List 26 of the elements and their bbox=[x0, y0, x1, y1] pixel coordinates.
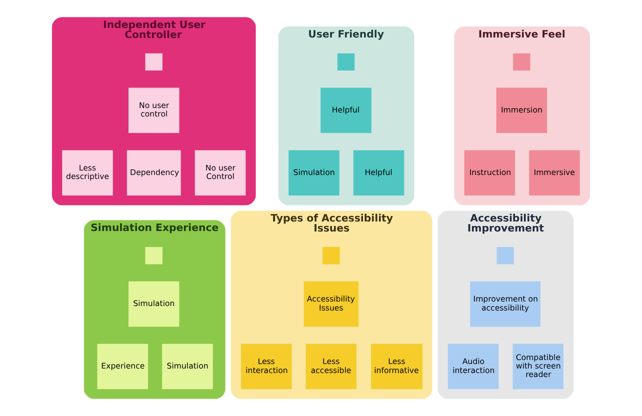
node-box: No user control bbox=[128, 88, 180, 134]
node-box: Less descriptive bbox=[62, 150, 113, 196]
node-box: Simulation bbox=[128, 281, 180, 327]
node-box: Experience bbox=[97, 344, 148, 390]
node-box: Improvement on accessibility bbox=[470, 281, 540, 327]
node-box: Accessibility Issues bbox=[304, 281, 358, 327]
node-box bbox=[145, 247, 162, 264]
node-box bbox=[145, 53, 162, 71]
node-box: Less accessible bbox=[306, 344, 357, 390]
node-box: Immersion bbox=[496, 88, 548, 134]
node-box bbox=[496, 247, 514, 264]
node-box bbox=[322, 247, 340, 264]
node-box: Audio interaction bbox=[448, 344, 499, 390]
node-box: Simulation bbox=[162, 344, 213, 390]
node-box: Helpful bbox=[353, 150, 404, 196]
node-box: Helpful bbox=[320, 88, 372, 134]
node-box: Instruction bbox=[464, 150, 516, 196]
node-box: Less interaction bbox=[240, 344, 292, 390]
node-box bbox=[513, 53, 530, 71]
node-box: Less informative bbox=[370, 344, 423, 390]
node-box: Immersive bbox=[529, 150, 580, 196]
node-box: Dependency bbox=[126, 150, 181, 196]
node-box: No user Control bbox=[194, 150, 246, 196]
node-box: Simulation bbox=[288, 150, 340, 196]
node-box: Compatible with screen reader bbox=[512, 344, 564, 390]
node-box bbox=[337, 53, 355, 71]
